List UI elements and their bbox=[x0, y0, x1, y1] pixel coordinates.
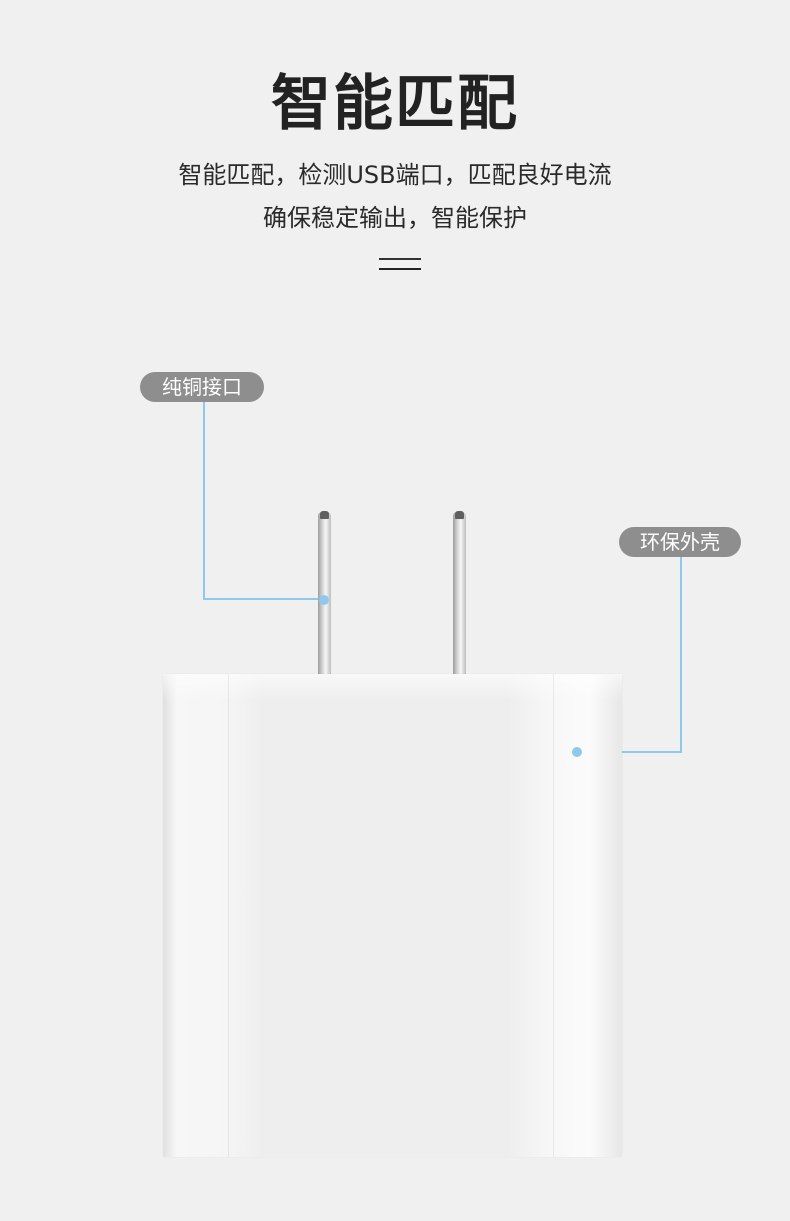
callout-dot-left bbox=[319, 595, 329, 605]
page-title: 智能匹配 bbox=[271, 69, 519, 139]
callout-eco-shell: 环保外壳 bbox=[619, 527, 741, 557]
charger-seam-right bbox=[553, 674, 554, 1157]
right-prong-tip bbox=[455, 511, 464, 519]
right-prong bbox=[453, 512, 466, 674]
leader-line-left-horizontal bbox=[203, 598, 323, 600]
subtitle-line-1: 智能匹配，检测USB端口，匹配良好电流 bbox=[178, 161, 612, 189]
leader-line-right-horizontal bbox=[578, 751, 682, 753]
subtitle-line-2: 确保稳定输出，智能保护 bbox=[263, 204, 527, 232]
title-divider bbox=[379, 258, 421, 270]
divider-line-top bbox=[379, 258, 421, 260]
callout-copper-interface: 纯铜接口 bbox=[140, 372, 264, 402]
divider-line-bottom bbox=[379, 268, 421, 270]
charger-top-highlight bbox=[163, 674, 622, 700]
left-prong bbox=[318, 512, 331, 674]
charger-body bbox=[163, 674, 622, 1157]
leader-line-right-vertical bbox=[680, 557, 682, 753]
left-prong-tip bbox=[320, 511, 329, 519]
charger-seam-left bbox=[228, 674, 229, 1157]
callout-dot-right bbox=[572, 747, 582, 757]
leader-line-left-vertical bbox=[203, 402, 205, 600]
